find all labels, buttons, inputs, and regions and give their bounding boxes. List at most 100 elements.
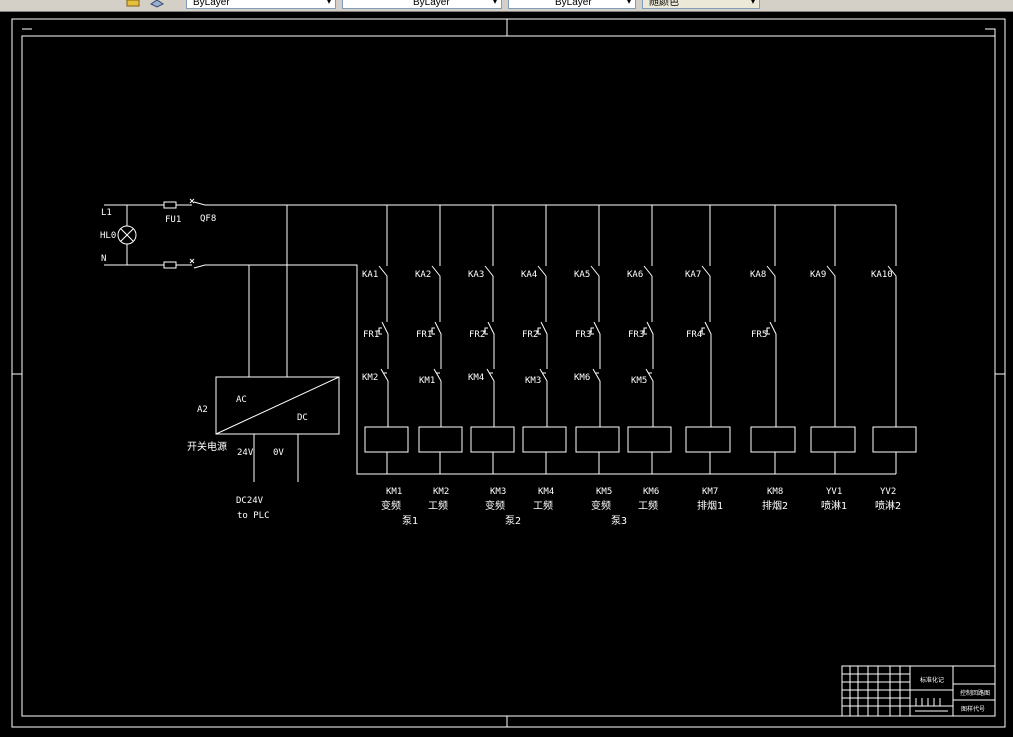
coil-label: KM7 [702, 487, 718, 497]
branch-circuits: KA1FR1KM2KM1变频KA2FR1KM1KM2工频KA3FR2KM4KM3… [362, 205, 917, 512]
layer-combo-value: ByLayer [193, 0, 230, 8]
coil-function-label: 排烟1 [697, 499, 723, 512]
label-0v: 0V [273, 448, 284, 458]
group-label: 泵2 [505, 515, 521, 527]
label-note-1: DC24V [236, 496, 264, 506]
fr-contact-label: FR1 [416, 330, 432, 340]
group-label: 泵3 [611, 515, 627, 527]
ka-contact-label: KA10 [871, 270, 893, 280]
coil-function-label: 工频 [533, 499, 553, 512]
drawing-canvas[interactable]: KA1FR1KM2KM1变频KA2FR1KM1KM2工频KA3FR2KM4KM3… [0, 12, 1013, 737]
group-label: 泵1 [402, 515, 418, 527]
chevron-down-icon[interactable]: ▾ [626, 0, 631, 6]
coil-symbol [522, 426, 567, 453]
interlock-label: KM1 [419, 376, 435, 386]
fr-contact-label: FR3 [575, 330, 591, 340]
branch-wiring [642, 205, 654, 474]
label-note-2: to PLC [237, 511, 270, 521]
chevron-down-icon[interactable]: ▾ [750, 0, 755, 6]
coil-label: KM8 [767, 487, 783, 497]
interlock-label: KM4 [468, 373, 484, 383]
title-block: 标准化记 控制回路图 图样代号 [841, 665, 996, 717]
fr-contact-label: FR3 [628, 330, 644, 340]
ka-contact-label: KA5 [574, 270, 590, 280]
coil-label: KM5 [596, 487, 612, 497]
branch-wiring [377, 205, 389, 474]
lineweight-combo[interactable]: ByLayer ▾ [508, 0, 636, 9]
psu-output-wires [253, 434, 299, 482]
ka-contact-label: KA9 [810, 270, 826, 280]
ka-contact-label: KA8 [750, 270, 766, 280]
breaker-x-n [189, 258, 195, 264]
coil-symbol [575, 426, 620, 453]
properties-toolbar: ByLayer ▾ ByLayer ▾ ByLayer ▾ 随颜色 ▾ [0, 0, 1013, 12]
chevron-down-icon[interactable]: ▾ [492, 0, 497, 6]
coil-symbol [872, 426, 917, 453]
plotstyle-combo[interactable]: 随颜色 ▾ [642, 0, 760, 9]
label-l1: L1 [101, 208, 112, 218]
interlock-label: KM2 [362, 373, 378, 383]
branch-wiring [887, 205, 897, 474]
coil-symbol [750, 426, 796, 453]
coil-label: KM3 [490, 487, 506, 497]
layer-previous-icon[interactable] [150, 0, 164, 8]
coil-label: KM6 [643, 487, 659, 497]
coil-label: KM1 [386, 487, 402, 497]
interlock-label: KM6 [574, 373, 590, 383]
ka-contact-label: KA3 [468, 270, 484, 280]
branch-wiring [700, 205, 712, 474]
title-mark: 标准化记 [920, 676, 944, 684]
coil-label: YV1 [826, 487, 842, 497]
sheet-border-outer [11, 18, 1006, 728]
plotstyle-combo-value: 随颜色 [649, 0, 679, 8]
l1-bus [127, 201, 896, 206]
layer-state-icon[interactable] [126, 0, 140, 8]
lamp-symbol [117, 225, 137, 245]
ka-contact-label: KA2 [415, 270, 431, 280]
fr-contact-label: FR2 [522, 330, 538, 340]
label-fuse: FU1 [165, 215, 181, 225]
label-24v: 24V [237, 448, 254, 458]
ka-contact-label: KA4 [521, 270, 537, 280]
coil-label: YV2 [880, 487, 896, 497]
coil-symbol [685, 426, 731, 453]
branch-wiring [826, 205, 836, 474]
breaker-x [189, 198, 195, 204]
coil-symbol [470, 426, 515, 453]
branch-wiring [536, 205, 548, 474]
sheet-border-inner [21, 35, 996, 717]
coil-function-label: 变频 [591, 499, 611, 512]
coil-function-label: 喷淋2 [875, 499, 901, 512]
fuse-symbol [163, 201, 177, 209]
coil-function-label: 变频 [485, 499, 505, 512]
label-psu-id: A2 [197, 405, 208, 415]
coil-function-label: 排烟2 [762, 499, 788, 512]
ka-contact-label: KA6 [627, 270, 643, 280]
coil-function-label: 工频 [638, 499, 658, 512]
ka-contact-label: KA1 [362, 270, 378, 280]
coil-function-label: 喷淋1 [821, 499, 847, 512]
label-psu-name: 开关电源 [187, 440, 227, 453]
branch-wiring [765, 205, 777, 474]
n-bus [127, 264, 896, 475]
fr-contact-label: FR1 [363, 330, 379, 340]
coil-symbol [627, 426, 672, 453]
fuse-symbol-n [163, 261, 177, 269]
chevron-down-icon[interactable]: ▾ [326, 0, 331, 6]
fr-contact-label: FR2 [469, 330, 485, 340]
psu-input-wires [248, 205, 288, 377]
layer-combo[interactable]: ByLayer ▾ [186, 0, 336, 9]
ka-contact-label: KA7 [685, 270, 701, 280]
title-drawing-name: 控制回路图 [960, 689, 990, 697]
branch-wiring [483, 205, 495, 474]
lamp-cross [120, 228, 134, 242]
interlock-label: KM5 [631, 376, 647, 386]
coil-function-label: 工频 [428, 499, 448, 512]
linetype-combo-value: ByLayer [413, 0, 450, 8]
coil-label: KM2 [433, 487, 449, 497]
linetype-combo[interactable]: ByLayer ▾ [342, 0, 502, 9]
lineweight-combo-value: ByLayer [555, 0, 592, 8]
label-n: N [101, 254, 106, 264]
fr-contact-label: FR5 [751, 330, 767, 340]
coil-symbol [418, 426, 463, 453]
